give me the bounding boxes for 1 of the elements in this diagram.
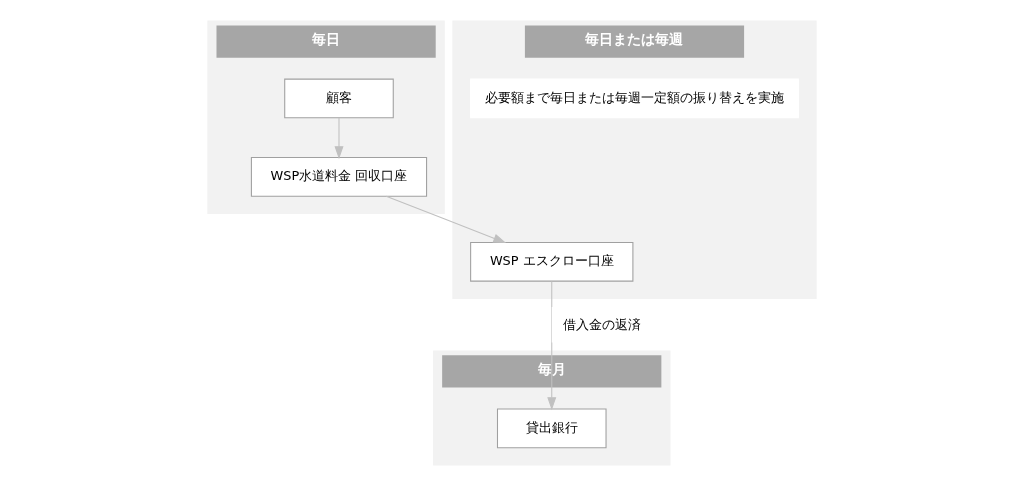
edge-label: 借入金の返済	[563, 316, 642, 332]
